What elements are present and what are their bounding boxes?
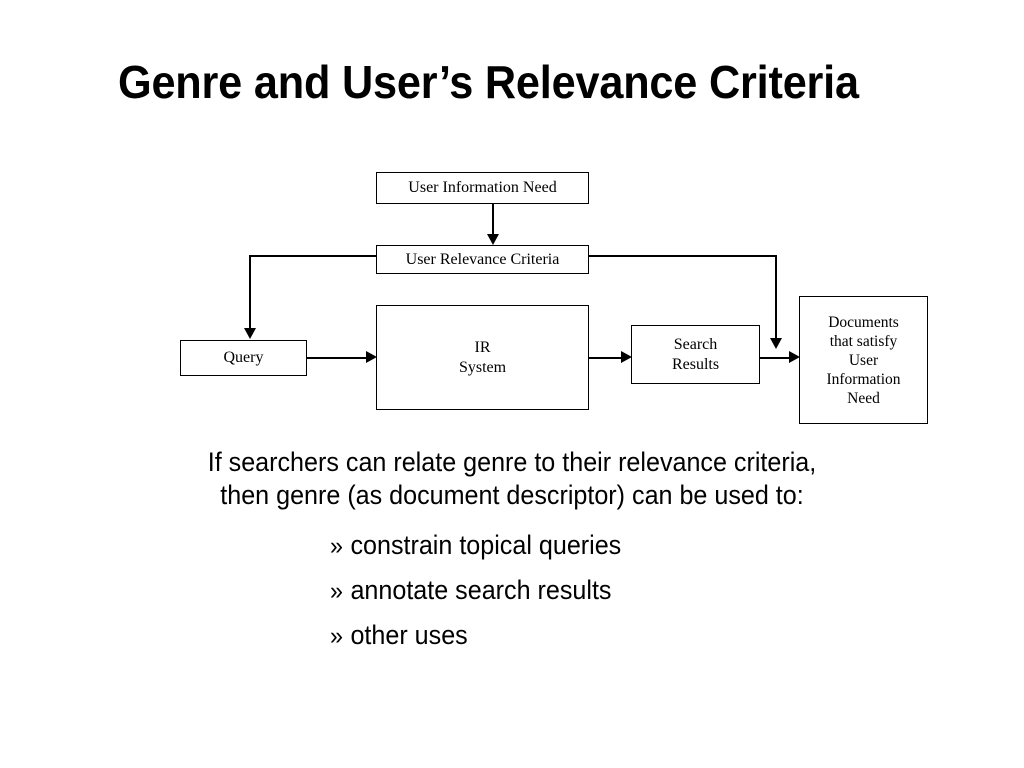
bullet-marker-icon: » <box>330 532 343 560</box>
flow-node-documents-that-satisfy-user-information-need[interactable]: Documents that satisfy User Information … <box>799 296 928 424</box>
bullet-marker-icon: » <box>330 577 343 605</box>
flow-node-query[interactable]: Query <box>180 340 307 376</box>
body-paragraph-line-2: then genre (as document descriptor) can … <box>220 480 804 510</box>
bullet-marker-icon: » <box>330 622 343 650</box>
edge-urc-to-query-arrowhead <box>244 328 256 339</box>
list-item: » other uses <box>330 620 888 665</box>
edge-urc-to-documents-horizontal <box>589 255 777 257</box>
edge-query-to-ir-arrowhead <box>366 351 377 363</box>
body-paragraph-line-1: If searchers can relate genre to their r… <box>207 447 817 477</box>
edge-urc-to-query-vertical <box>249 255 251 329</box>
bullet-list: » constrain topical queries » annotate s… <box>330 530 888 665</box>
edge-urc-to-documents-vertical <box>775 255 777 340</box>
edge-uin-to-urc-line <box>492 204 494 236</box>
page-title: Genre and User’s Relevance Criteria <box>118 56 859 108</box>
flow-node-ir-system[interactable]: IR System <box>376 305 589 410</box>
edge-ir-to-search-results-arrowhead <box>621 351 632 363</box>
bullet-item-label: constrain topical queries <box>350 530 622 560</box>
edge-urc-to-query-horizontal <box>249 255 377 257</box>
bullet-item-label: other uses <box>350 620 468 650</box>
edge-search-results-to-documents-line <box>760 357 791 359</box>
edge-ir-to-search-results-line <box>589 357 623 359</box>
edge-query-to-ir-line <box>307 357 368 359</box>
flow-node-user-information-need[interactable]: User Information Need <box>376 172 589 204</box>
edge-uin-to-urc-arrowhead <box>487 234 499 245</box>
flowchart-diagram: User Information Need User Relevance Cri… <box>180 172 928 424</box>
edge-search-results-to-documents-arrowhead <box>789 351 800 363</box>
list-item: » constrain topical queries <box>330 530 888 575</box>
flow-node-search-results[interactable]: Search Results <box>631 325 760 384</box>
flow-node-user-relevance-criteria[interactable]: User Relevance Criteria <box>376 245 589 274</box>
edge-urc-to-documents-arrowhead <box>770 338 782 349</box>
body-paragraph: If searchers can relate genre to their r… <box>36 446 988 512</box>
list-item: » annotate search results <box>330 575 888 620</box>
bullet-item-label: annotate search results <box>350 575 612 605</box>
